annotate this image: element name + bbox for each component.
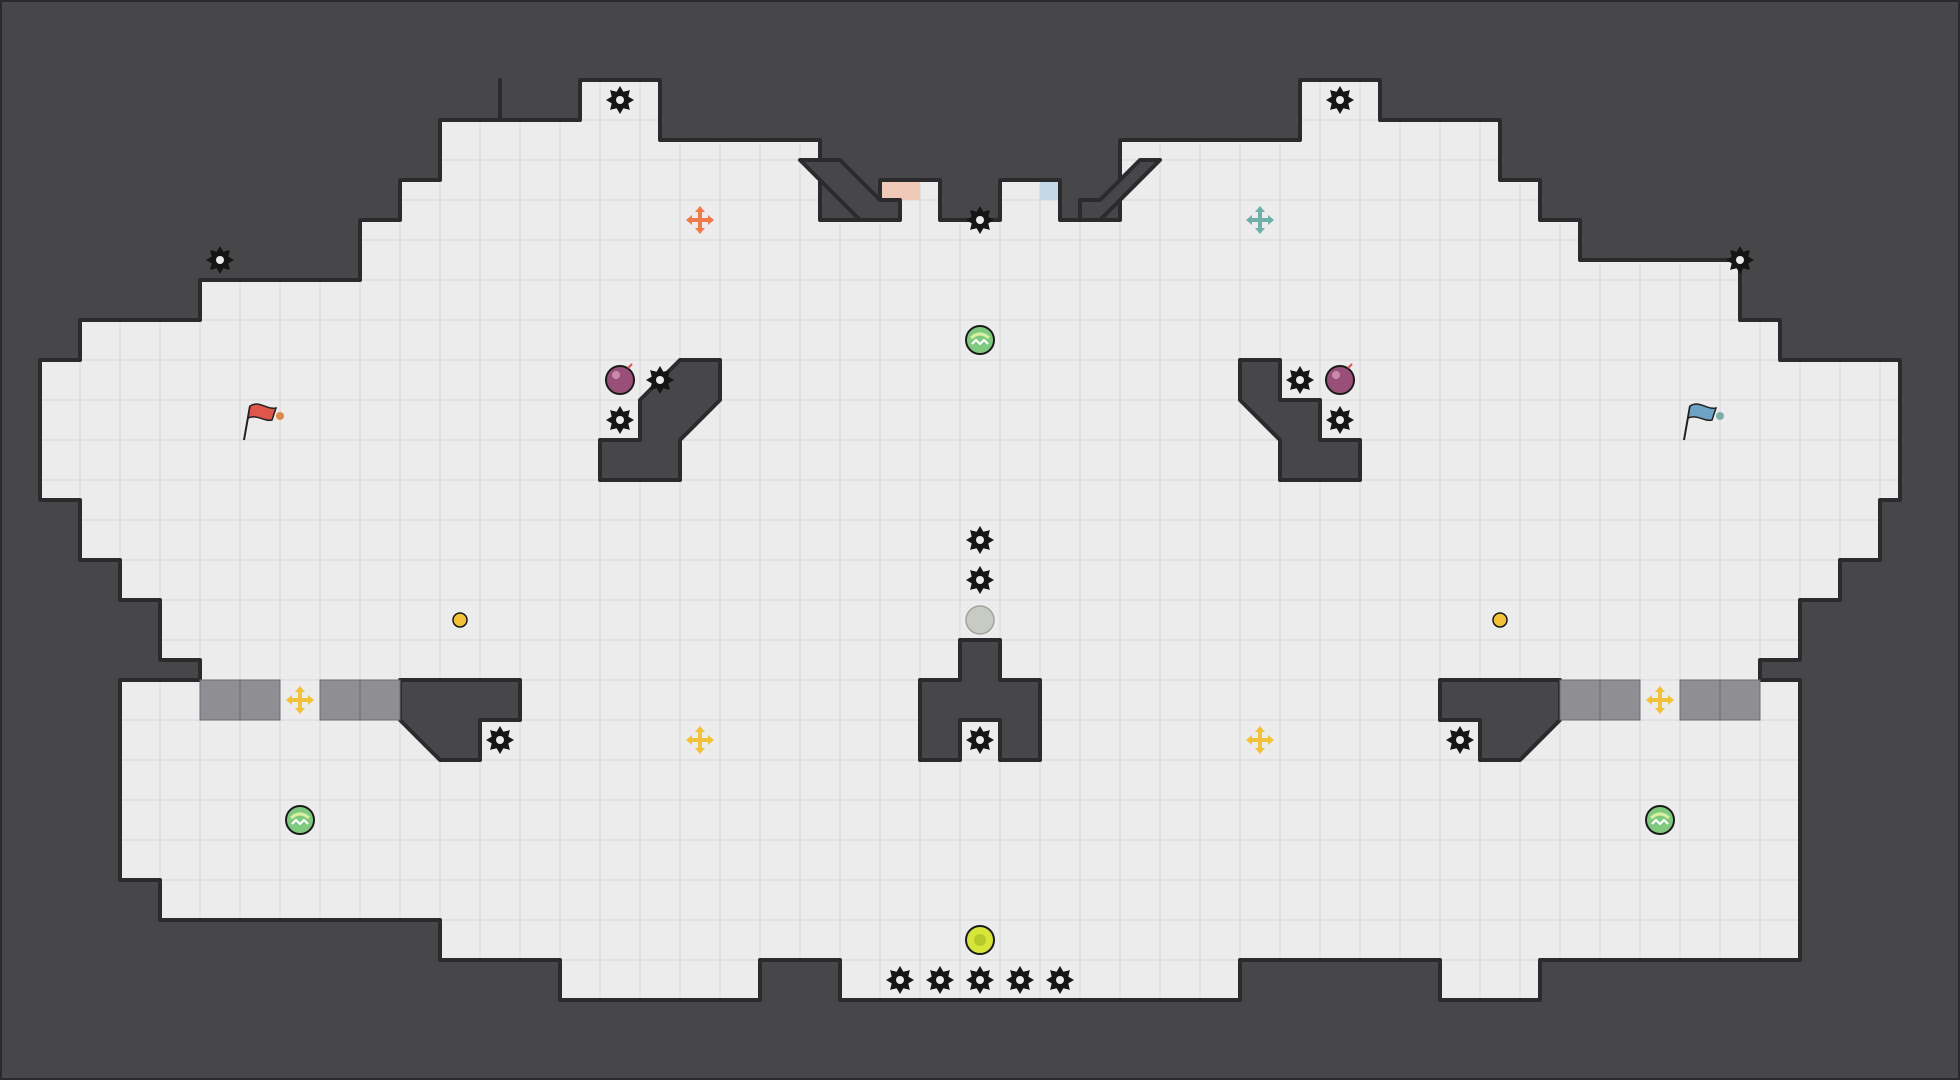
blue-flag-icon[interactable] xyxy=(1683,403,1724,441)
wall-left-upper xyxy=(598,358,722,482)
wall-center-pillar xyxy=(918,638,1042,762)
spike-icon xyxy=(606,406,634,434)
spike-icon xyxy=(966,206,994,234)
purple-bomb-icon[interactable] xyxy=(605,363,635,395)
grate-tile xyxy=(199,679,241,721)
spike-icon xyxy=(646,366,674,394)
spike-icon xyxy=(1726,246,1754,274)
spikes xyxy=(206,86,1754,994)
green-powerup-ball-icon[interactable] xyxy=(285,805,315,835)
spike-icon xyxy=(966,966,994,994)
boost-pads xyxy=(286,686,1674,754)
spike-icon xyxy=(1326,86,1354,114)
grate-tile xyxy=(319,679,361,721)
red-flag-icon[interactable] xyxy=(243,403,284,441)
spike-icon xyxy=(606,86,634,114)
orange-move-cross-icon xyxy=(686,206,714,234)
spike-icon xyxy=(1286,366,1314,394)
grate-tile xyxy=(1679,679,1721,721)
yellow-boost-cross-icon[interactable] xyxy=(1246,726,1274,754)
grate-tile xyxy=(1559,679,1601,721)
grate-tiles xyxy=(199,679,1761,721)
spike-icon xyxy=(966,526,994,554)
grate-tile xyxy=(239,679,281,721)
grate-tile xyxy=(1719,679,1761,721)
purple-bomb-icon[interactable] xyxy=(1325,363,1355,395)
lime-portal-icon[interactable] xyxy=(965,925,995,955)
spike-icon xyxy=(926,966,954,994)
green-powerup-ball-icon[interactable] xyxy=(1645,805,1675,835)
spike-icon xyxy=(1446,726,1474,754)
grate-tile xyxy=(1599,679,1641,721)
spike-icon xyxy=(886,966,914,994)
spike-icon xyxy=(1046,966,1074,994)
yellow-boost-cross-icon[interactable] xyxy=(286,686,314,714)
yellow-boost-cross-icon[interactable] xyxy=(1646,686,1674,714)
green-powerup-ball-icon[interactable] xyxy=(965,325,995,355)
spike-icon xyxy=(486,726,514,754)
yellow-button-icon[interactable] xyxy=(452,612,468,628)
wall-base-notch-right xyxy=(1078,158,1162,222)
yellow-button-icon[interactable] xyxy=(1492,612,1508,628)
wall-right-upper xyxy=(1238,358,1362,482)
grey-marker-icon xyxy=(965,605,995,635)
grate-tile xyxy=(359,679,401,721)
wall-base-notch-left xyxy=(798,158,902,222)
spike-icon xyxy=(206,246,234,274)
spike-icon xyxy=(966,726,994,754)
yellow-boost-cross-icon[interactable] xyxy=(686,726,714,754)
wall-left-lower xyxy=(398,678,522,762)
powerups xyxy=(285,325,1675,835)
spike-icon xyxy=(1326,406,1354,434)
teal-move-cross-icon xyxy=(1246,206,1274,234)
spike-icon xyxy=(966,566,994,594)
spike-icon xyxy=(1006,966,1034,994)
